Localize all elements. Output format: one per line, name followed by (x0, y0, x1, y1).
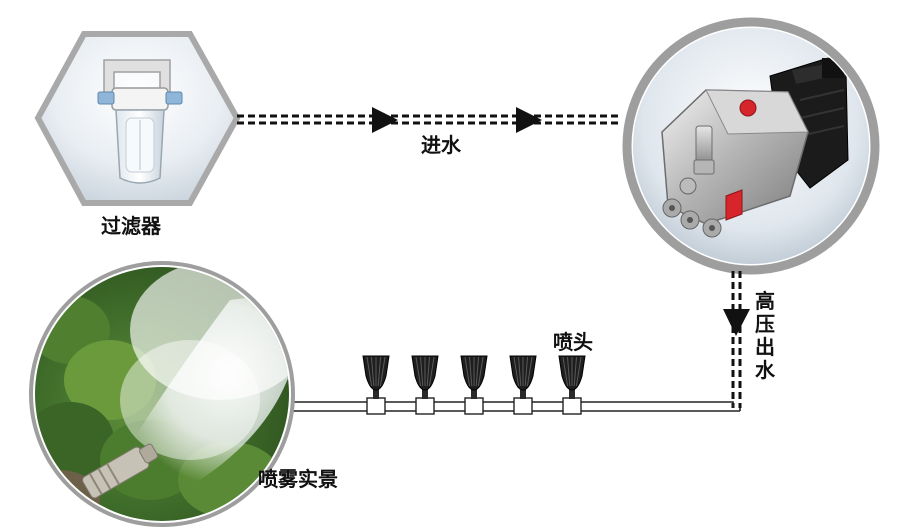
water-filter-icon (97, 59, 183, 184)
high-pressure-out-label: 高压出水 (755, 290, 775, 382)
nozzle-group (362, 355, 586, 415)
flow-arrow-icon (723, 309, 750, 336)
inlet-pipe (237, 107, 618, 133)
spray-nozzle-icon (509, 355, 537, 415)
high-pressure-pump-icon (661, 57, 849, 238)
mist-scene-label: 喷雾实景 (258, 467, 338, 491)
spray-nozzle-icon (411, 355, 439, 415)
red-plug-icon (739, 99, 757, 117)
spray-nozzle-icon (362, 355, 390, 415)
flow-arrow-icon (372, 107, 398, 133)
nozzle-label: 喷头 (553, 330, 593, 354)
outlet-pipe (723, 271, 750, 408)
filter-node (34, 31, 241, 206)
spray-nozzle-icon (558, 355, 586, 415)
mist-photo-node (29, 261, 295, 527)
spray-nozzle-icon (460, 355, 488, 415)
water-in-label: 进水 (421, 133, 462, 157)
filter-label: 过滤器 (101, 214, 162, 238)
pump-node (622, 17, 880, 275)
flow-arrow-icon (516, 107, 542, 133)
